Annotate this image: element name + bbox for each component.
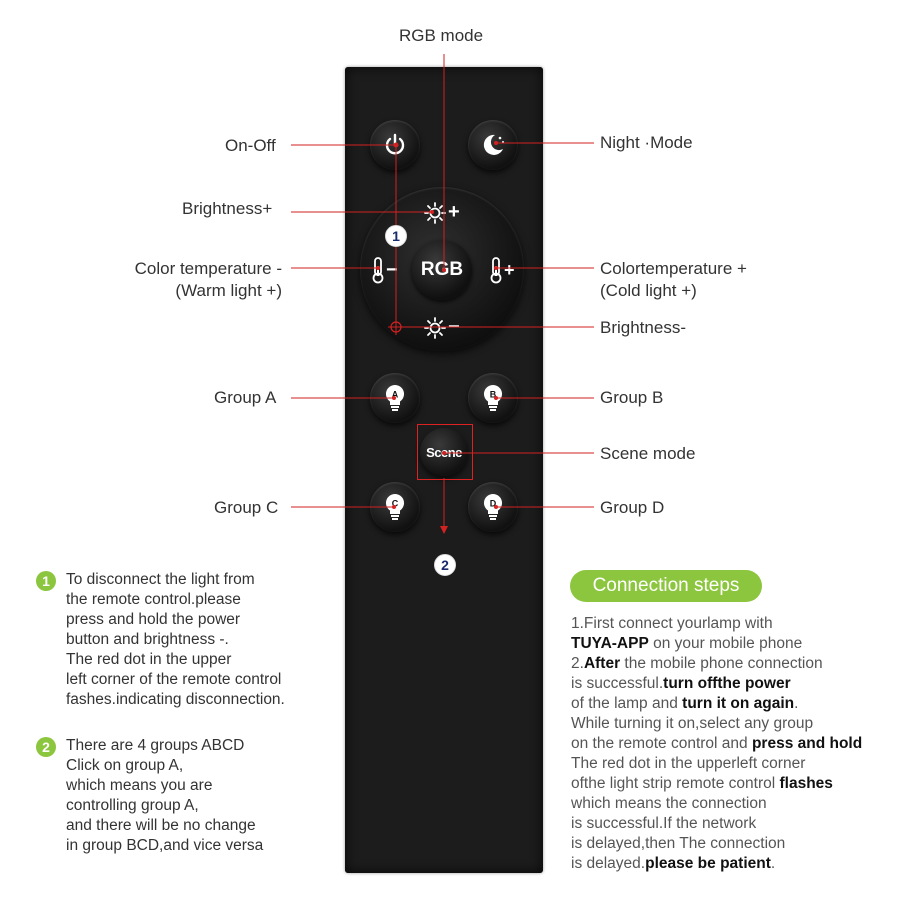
- thermometer-icon: [490, 257, 502, 284]
- note2-line: and there will be no change: [66, 817, 256, 834]
- bulb-icon: A: [385, 384, 405, 411]
- bulb-icon: D: [483, 493, 503, 520]
- steps-line: While turning it on,select any group: [571, 714, 862, 734]
- scene-highlight-box: [417, 424, 473, 480]
- connection-steps-title: Connection steps: [570, 570, 762, 602]
- note2-badge: 2: [36, 737, 56, 757]
- group-c-letter: C: [392, 499, 399, 509]
- label-color-temp-plus: Colortemperature + (Cold light +): [600, 258, 747, 302]
- steps-bold: press and hold: [751, 735, 863, 752]
- steps-text: 2.: [571, 655, 584, 672]
- label-scene-mode: Scene mode: [600, 444, 696, 463]
- note2-line: in group BCD,and vice versa: [66, 837, 264, 854]
- steps-line: TUYA-APP on your mobile phone: [571, 634, 862, 654]
- steps-text: on your mobile phone: [648, 635, 803, 652]
- note1-line: To disconnect the light from: [66, 571, 255, 588]
- steps-text: 1.First connect yourlamp with: [571, 615, 773, 632]
- group-b-letter: B: [490, 390, 497, 400]
- steps-line: 1.First connect yourlamp with: [571, 614, 862, 634]
- label-color-temp-minus-line1: Color temperature -: [134, 259, 282, 278]
- group-a-letter: A: [392, 390, 399, 400]
- group-d-letter: D: [490, 499, 497, 509]
- night-mode-button[interactable]: [468, 120, 518, 170]
- note1-line: press and hold the power: [66, 611, 241, 628]
- label-group-b: Group B: [600, 388, 664, 407]
- steps-line: is successful.If the network: [571, 814, 862, 834]
- label-color-temp-plus-line2: (Cold light +): [600, 281, 697, 300]
- badge-1: 1: [385, 225, 407, 247]
- steps-text: on the remote control and: [571, 735, 752, 752]
- steps-line: on the remote control and press and hold: [571, 734, 862, 754]
- bulb-icon: C: [385, 493, 405, 520]
- connection-steps-text: 1.First connect yourlamp with TUYA-APP o…: [571, 614, 862, 874]
- note2-line: There are 4 groups ABCD: [66, 737, 245, 754]
- scene-button[interactable]: Scene: [420, 428, 468, 476]
- note1-line: The red dot in the upper: [66, 651, 232, 668]
- steps-text: is successful.If the network: [571, 815, 757, 832]
- steps-line: 2.After the mobile phone connection: [571, 654, 862, 674]
- label-group-d: Group D: [600, 498, 665, 517]
- steps-line: ofthe light strip remote control flashes: [571, 774, 862, 794]
- color-temp-up-button[interactable]: +: [488, 256, 515, 284]
- steps-text: which means the connection: [571, 795, 767, 812]
- note2-line: Click on group A,: [66, 757, 184, 774]
- steps-text: is delayed,then The connection: [571, 835, 786, 852]
- steps-text: The red dot in the upperleft corner: [571, 755, 806, 772]
- label-brightness-minus: Brightness-: [600, 318, 686, 337]
- bulb-icon: B: [483, 384, 503, 411]
- note2-text: There are 4 groups ABCD Click on group A…: [66, 736, 263, 856]
- steps-bold: turn it on again: [682, 695, 795, 712]
- note1-line: the remote control.please: [66, 591, 241, 608]
- steps-bold: please be patient: [645, 855, 771, 872]
- label-on-off: On-Off: [225, 136, 276, 155]
- rgb-label: RGB: [420, 259, 464, 280]
- note2-line: controlling group A,: [66, 797, 199, 814]
- steps-line: is delayed.please be patient.: [571, 854, 862, 874]
- steps-text: the mobile phone connection: [620, 655, 823, 672]
- note2-line: which means you are: [66, 777, 213, 794]
- steps-text: of the lamp and: [571, 695, 683, 712]
- label-color-temp-minus: Color temperature - (Warm light +): [90, 258, 282, 302]
- label-rgb-mode: RGB mode: [399, 26, 484, 45]
- steps-text: ofthe light strip remote control: [571, 775, 780, 792]
- steps-text: .: [770, 855, 776, 872]
- label-group-a: Group A: [214, 388, 277, 407]
- note1-badge: 1: [36, 571, 56, 591]
- steps-bold: turn offthe power: [663, 675, 791, 692]
- note1-line: button and brightness -.: [66, 631, 229, 648]
- steps-line: is delayed,then The connection: [571, 834, 862, 854]
- steps-text: While turning it on,select any group: [571, 715, 814, 732]
- note1-line: left corner of the remote control: [66, 671, 282, 688]
- label-color-temp-minus-line2: (Warm light +): [175, 281, 282, 300]
- steps-bold: After: [583, 655, 621, 672]
- label-brightness-plus: Brightness+: [182, 199, 273, 218]
- label-color-temp-plus-line1: Colortemperature +: [600, 259, 747, 278]
- steps-text: is successful.: [571, 675, 664, 692]
- label-night-mode: Night ·Mode: [600, 133, 693, 152]
- steps-bold: TUYA-APP: [571, 635, 649, 652]
- steps-text: .: [794, 695, 799, 712]
- badge-2: 2: [434, 554, 456, 576]
- steps-line: The red dot in the upperleft corner: [571, 754, 862, 774]
- steps-bold: flashes: [779, 775, 833, 792]
- steps-line: of the lamp and turn it on again.: [571, 694, 862, 714]
- note1-text: To disconnect the light from the remote …: [66, 570, 285, 710]
- note1-line: fashes.indicating disconnection.: [66, 691, 285, 708]
- steps-line: which means the connection: [571, 794, 862, 814]
- steps-text: is delayed.: [571, 855, 646, 872]
- label-group-c: Group C: [214, 498, 279, 517]
- steps-line: is successful.turn offthe power: [571, 674, 862, 694]
